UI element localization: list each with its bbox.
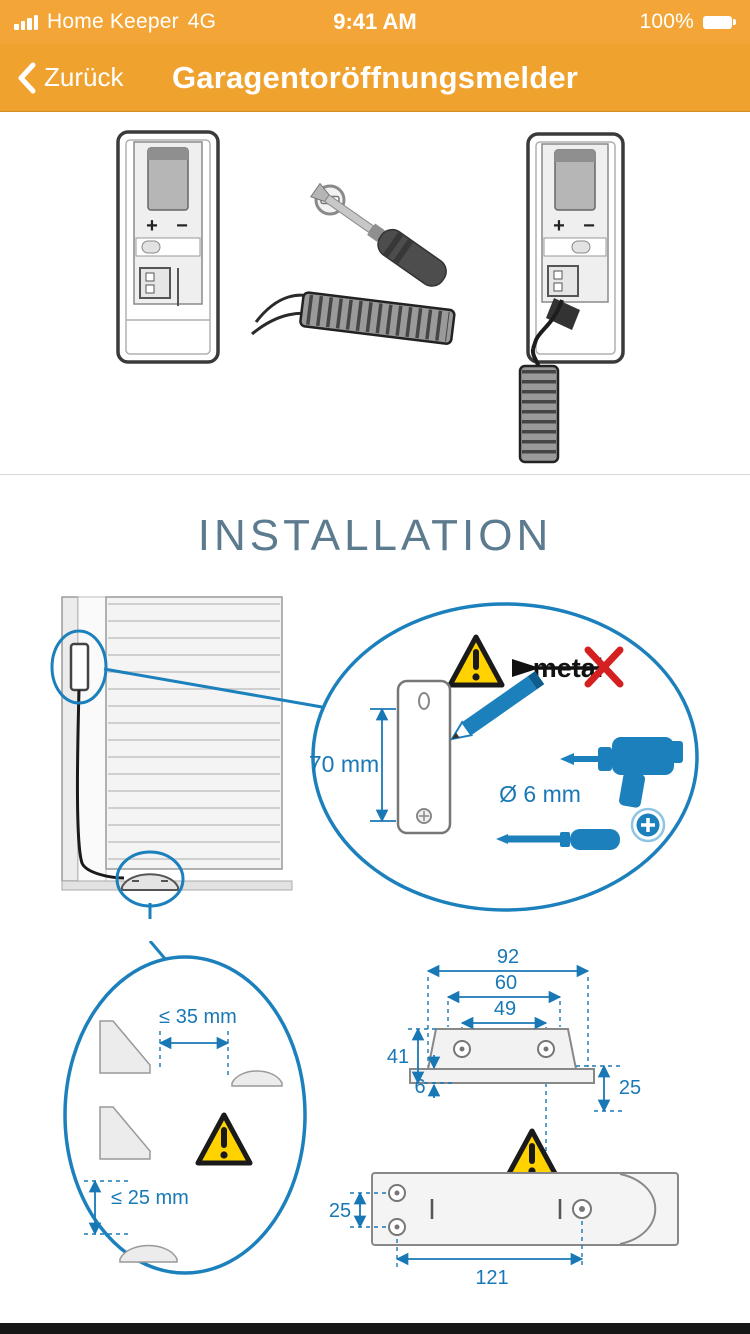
callout-leader-line (103, 667, 323, 709)
magnet-side-view (231, 1070, 283, 1087)
sensor-bracket-side-view-2 (99, 1106, 151, 1160)
flat-screwdriver-icon (310, 182, 447, 287)
door-magnet (121, 873, 179, 891)
signal-strength-icon (14, 14, 38, 30)
battery-minus-label: − (176, 215, 188, 237)
magnet-highlight-circle (115, 850, 185, 908)
max-side-gap-label: ≤ 35 mm (159, 1006, 237, 1028)
dim-60-label: 60 (495, 972, 517, 994)
back-button[interactable]: Zurück (0, 61, 123, 95)
dimensions-figure: ≤ 35 mm ≤ 25 mm 92 (63, 941, 679, 1289)
status-bar: Home Keeper 4G 9:41 AM 100% (0, 0, 750, 44)
battery-percent-label: 100% (639, 10, 694, 33)
drill-icon (560, 737, 683, 808)
battery-minus-label: − (583, 215, 595, 237)
magnet-plate-top (371, 1172, 679, 1246)
dim-41-label: 41 (387, 1046, 409, 1068)
drill-instructions: metal 70 mm (309, 637, 683, 850)
dim-25-left-label: 25 (329, 1200, 351, 1222)
no-metal-label: metal (512, 646, 624, 688)
device-wired-illustration: + − (526, 132, 625, 364)
battery-plus-label: + (553, 215, 565, 237)
door-sensor (69, 642, 90, 692)
pencil-icon (449, 671, 545, 741)
network-type-label: 4G (187, 10, 217, 33)
carrier-label: Home Keeper (47, 10, 179, 33)
manual-page-content[interactable]: + − (0, 124, 750, 1301)
section-divider (0, 474, 750, 475)
dim-121-label: 121 (475, 1267, 508, 1289)
hole-height-dimension: 70 mm (309, 751, 379, 777)
dim-25-right-label: 25 (619, 1077, 641, 1099)
sensor-cable (75, 689, 125, 880)
phillips-screwdriver-icon (496, 829, 620, 850)
sensor-backplate (396, 679, 452, 835)
installation-figure: metal 70 mm (50, 596, 699, 919)
warning-triangle-icon-2 (506, 1131, 558, 1179)
dim-92-label: 92 (497, 946, 519, 968)
magnet-side-view-2 (119, 1244, 178, 1263)
mounting-dimensions-drawing: 92 60 49 41 6 25 (329, 946, 679, 1289)
home-indicator-strip (0, 1323, 750, 1334)
navigation-bar: Garagentoröffnungsmelder Zurück (0, 44, 750, 112)
battery-icon (703, 15, 736, 29)
chevron-left-icon (18, 62, 36, 93)
dim-6-label: 6 (414, 1076, 425, 1098)
gap-limits-callout: ≤ 35 mm ≤ 25 mm (84, 1006, 283, 1263)
wiring-steps-illustration: + − (116, 130, 625, 464)
battery-plus-label: + (146, 215, 158, 237)
back-label: Zurück (44, 62, 124, 92)
drill-diameter-label: Ø 6 mm (499, 781, 581, 807)
garage-door-illustration (61, 596, 293, 891)
cable-conduit-illustration (251, 291, 456, 345)
installation-heading: INSTALLATION (197, 511, 553, 560)
sensor-bracket-side-view (99, 1020, 151, 1074)
conduit-down-illustration (518, 364, 560, 464)
max-top-gap-label: ≤ 25 mm (111, 1187, 189, 1209)
dim-49-label: 49 (494, 998, 516, 1020)
phillips-bit-icon (630, 807, 666, 843)
sensor-highlight-circle (50, 629, 108, 705)
device-open-illustration: + − (116, 130, 220, 364)
